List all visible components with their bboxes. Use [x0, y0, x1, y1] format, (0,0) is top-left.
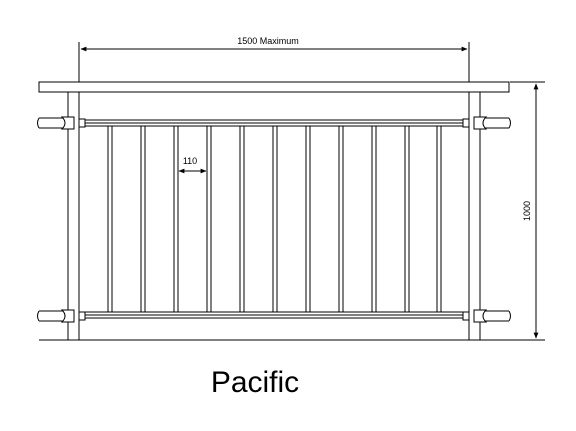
baluster — [239, 125, 245, 313]
top-handrail — [38, 81, 510, 93]
baluster — [140, 125, 146, 313]
baluster — [404, 125, 410, 313]
baluster — [371, 125, 377, 313]
balusters — [107, 125, 442, 313]
spacing-label: 110 — [183, 156, 197, 166]
spacing-dimension: 110 — [178, 156, 207, 174]
height-dimension: 1000 — [510, 81, 545, 341]
width-dimension: 1500 Maximum — [78, 36, 470, 82]
product-name: Pacific — [210, 366, 300, 399]
width-label: 1500 Maximum — [237, 36, 299, 46]
upper-rail — [84, 119, 464, 127]
baluster — [107, 125, 113, 313]
baluster — [173, 125, 179, 313]
right-post — [462, 91, 511, 341]
lower-rail — [84, 311, 464, 319]
baluster — [436, 125, 442, 313]
baluster — [206, 125, 212, 313]
baluster — [272, 125, 278, 313]
height-label: 1000 — [522, 201, 532, 221]
baluster — [338, 125, 344, 313]
left-post — [37, 91, 86, 341]
baluster — [305, 125, 311, 313]
